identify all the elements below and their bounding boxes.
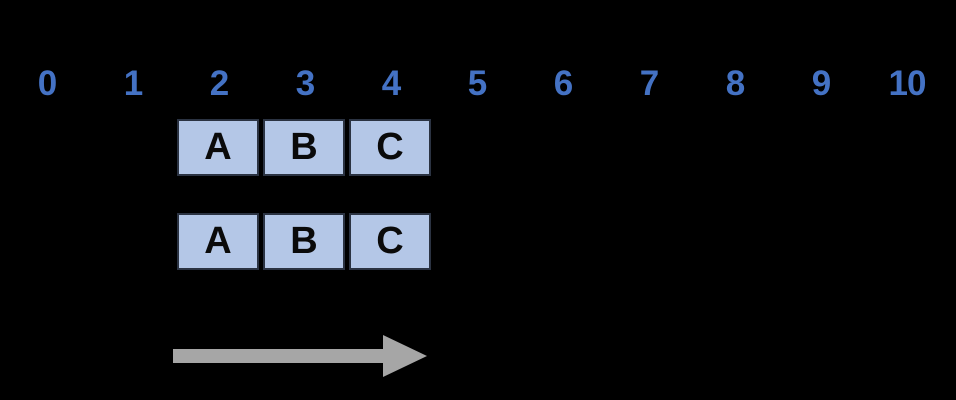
number-label-0: 0 [37, 64, 57, 103]
block-c-top: C [349, 119, 431, 176]
number-label-9: 9 [811, 64, 831, 103]
block-a-top: A [177, 119, 259, 176]
number-label-10: 10 [888, 64, 927, 103]
right-arrow-icon [173, 335, 427, 377]
number-label-7: 7 [639, 64, 659, 103]
block-b-bottom: B [263, 213, 345, 270]
number-label-6: 6 [553, 64, 573, 103]
block-b-top: B [263, 119, 345, 176]
block-a-bottom: A [177, 213, 259, 270]
arrow-head [383, 335, 427, 377]
number-label-5: 5 [467, 64, 487, 103]
number-label-3: 3 [295, 64, 315, 103]
number-label-2: 2 [209, 64, 229, 103]
number-label-4: 4 [381, 64, 401, 103]
block-c-bottom: C [349, 213, 431, 270]
arrow-shaft [173, 349, 385, 363]
block-row-top: A B C [177, 119, 431, 176]
number-line: 0 1 2 3 4 5 6 7 8 9 10 [0, 66, 956, 102]
number-label-8: 8 [725, 64, 745, 103]
number-label-1: 1 [123, 64, 143, 103]
block-row-bottom: A B C [177, 213, 431, 270]
